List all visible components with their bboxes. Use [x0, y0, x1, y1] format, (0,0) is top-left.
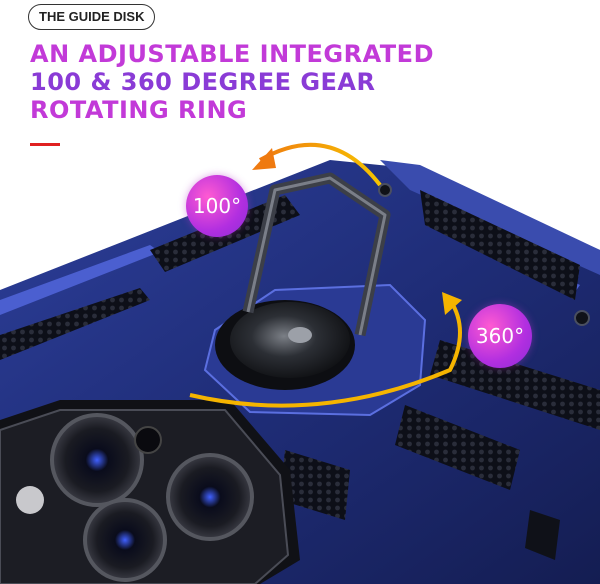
headline-line-1: AN ADJUSTABLE INTEGRATED	[30, 40, 434, 68]
camera-sensor	[16, 486, 44, 514]
screw-top	[378, 183, 392, 197]
ring-loop	[242, 172, 391, 337]
tilt-degree-badge: 100°	[186, 175, 248, 237]
headline-line-2: 100 & 360 DEGREE GEAR	[30, 68, 376, 96]
camera-lens-bottom	[83, 498, 167, 582]
accent-divider	[30, 143, 60, 146]
tilt-arrow	[252, 142, 382, 187]
rotate-degree-badge: 360°	[468, 304, 532, 368]
guide-disk-label: THE GUIDE DISK	[28, 4, 156, 30]
rotate-arrow	[189, 292, 462, 408]
ring-disc	[215, 300, 355, 390]
camera-lens-top	[50, 413, 144, 507]
camera-module	[0, 400, 300, 584]
grip-panels	[0, 190, 600, 520]
headline-line-3: ROTATING RING	[30, 96, 248, 124]
camera-flash	[134, 426, 162, 454]
headline: AN ADJUSTABLE INTEGRATED 100 & 360 DEGRE…	[30, 40, 434, 124]
screw-right	[574, 310, 590, 326]
side-button	[525, 510, 560, 560]
camera-lens-right	[166, 453, 254, 541]
